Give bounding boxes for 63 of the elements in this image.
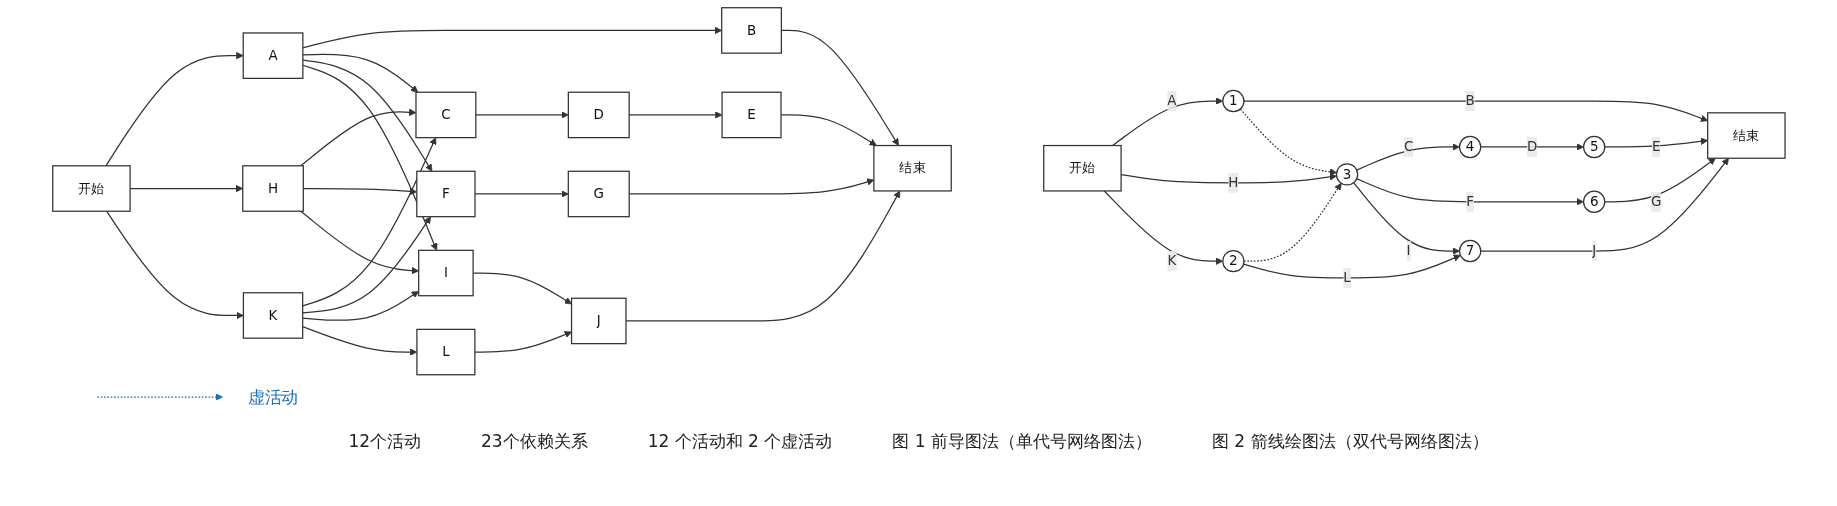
node-box: F (415, 170, 476, 218)
arrow (105, 210, 244, 320)
arrow (1355, 143, 1460, 171)
arrow (628, 111, 722, 119)
arrow (1120, 173, 1337, 184)
arrow (1239, 108, 1337, 176)
node-box: H (241, 165, 304, 212)
edge-label: C (1403, 138, 1413, 155)
node-box: J (570, 297, 627, 345)
node-box: I (417, 249, 474, 297)
edge-label: B (1465, 92, 1475, 109)
node-circle: 6 (1582, 190, 1605, 213)
node-circle: 1 (1221, 89, 1245, 113)
edge-label: E (1651, 138, 1661, 155)
arrow (1111, 97, 1223, 147)
arrow (299, 108, 416, 167)
node-box: 结束 (872, 144, 952, 192)
arrow (301, 59, 432, 172)
arrow (299, 210, 419, 275)
node-circle: 3 (1335, 163, 1358, 186)
node-box: K (242, 292, 303, 339)
arrow (96, 393, 223, 401)
edge-label: K (1167, 252, 1176, 269)
caption-text: 12个活动 (348, 430, 422, 453)
arrow (780, 29, 899, 146)
edge-label: H (1227, 174, 1239, 191)
caption-text: 12 个活动和 2 个虚活动 (647, 430, 833, 453)
arrow (301, 64, 438, 251)
edge-label: F (1465, 193, 1474, 210)
caption-text: 图 2 箭线绘图法（双代号网络图法） (1211, 430, 1489, 453)
node-circle: 2 (1221, 249, 1245, 273)
caption-text: 23个依赖关系 (481, 430, 588, 453)
node-box: 开始 (51, 165, 131, 212)
arrow (301, 137, 436, 307)
node-box: L (415, 328, 476, 376)
arrow (129, 184, 243, 193)
node-circle: 4 (1458, 135, 1481, 159)
arrow (1352, 182, 1460, 255)
node-circle: 5 (1582, 135, 1605, 159)
arrow (1355, 178, 1584, 206)
edge-label: G (1650, 193, 1662, 210)
edge-label: D (1526, 138, 1537, 155)
edge-label: J (1591, 242, 1596, 259)
node-box: G (567, 170, 630, 218)
edge-label: L (1342, 269, 1351, 286)
arrow (780, 114, 877, 146)
arrow (472, 272, 572, 305)
node-text: 虚活动 (247, 386, 298, 408)
arrow (302, 187, 417, 196)
node-box: 开始 (1042, 144, 1122, 192)
node-box: A (242, 32, 304, 79)
node-box: 结束 (1706, 112, 1786, 159)
node-box: B (720, 7, 782, 54)
node-box: C (414, 91, 477, 139)
node-box: E (721, 91, 782, 139)
caption-text: 图 1 前导图法（单代号网络图法） (892, 430, 1152, 453)
arrow (1242, 254, 1461, 279)
arrow (628, 178, 874, 195)
arrow (1103, 190, 1223, 265)
node-box: D (567, 91, 630, 139)
edge-label: I (1406, 242, 1411, 259)
edge-label: A (1166, 92, 1177, 109)
node-circle: 7 (1458, 239, 1481, 263)
